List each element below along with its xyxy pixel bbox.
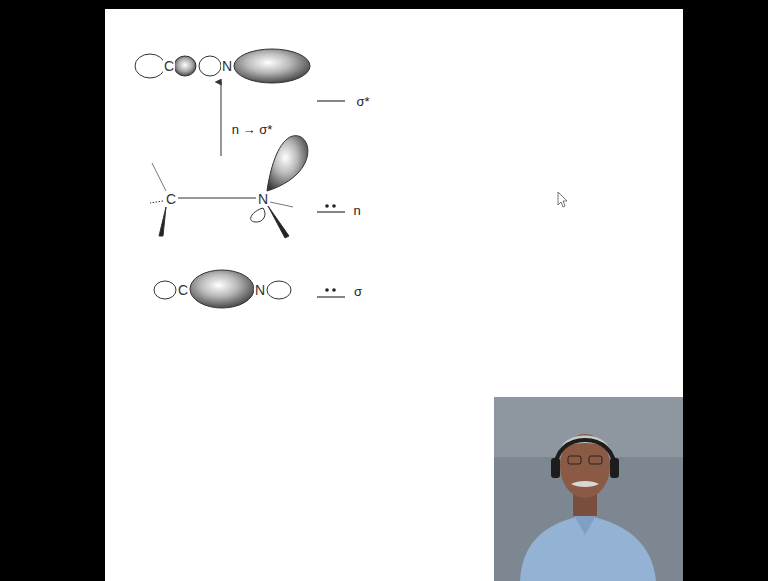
sigma-star-orbital xyxy=(135,49,310,83)
atom-label: N xyxy=(254,283,266,297)
mouse-cursor xyxy=(558,192,567,207)
level-label: σ xyxy=(353,285,363,298)
amine-fragment xyxy=(150,136,308,238)
slide-ground xyxy=(105,9,683,581)
transition-label: n → σ* xyxy=(231,123,274,136)
level-label: n xyxy=(352,204,361,217)
webcam-inset xyxy=(494,397,683,581)
atom-label: N xyxy=(257,192,269,206)
energy-level xyxy=(317,100,345,101)
level-label: σ* xyxy=(355,95,370,108)
atom-label: C xyxy=(177,283,189,297)
electron-pair xyxy=(325,288,336,292)
transition-arrow xyxy=(221,82,222,156)
atom-label: N xyxy=(221,59,233,73)
electron-pair xyxy=(325,204,336,208)
atom-label: C xyxy=(165,192,177,206)
energy-level xyxy=(317,296,345,297)
atom-label: C xyxy=(163,59,175,73)
energy-level xyxy=(317,211,345,212)
sigma-orbital xyxy=(154,270,291,308)
